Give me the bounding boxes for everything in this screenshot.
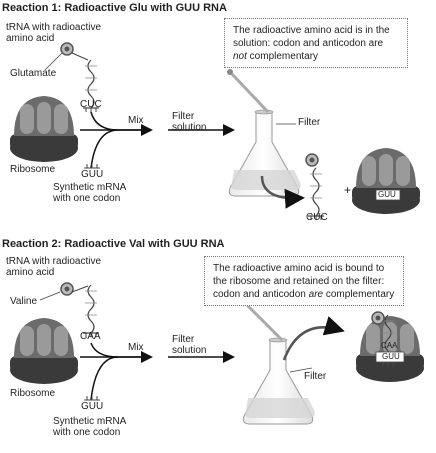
radioactive-aa-icon xyxy=(305,153,319,167)
anticodon-label: CUC xyxy=(80,99,102,110)
mrna-label-line1-2: Synthetic mRNA xyxy=(53,416,127,427)
note-emphasis: not xyxy=(233,51,247,62)
result-anticodon-label: CUC xyxy=(306,212,328,223)
note-text-2: The radioactive amino acid is bound to t… xyxy=(213,263,385,300)
reaction2-title: Reaction 2: Radioactive Val with GUU RNA xyxy=(2,238,225,250)
anticodon-label-2: CAA xyxy=(80,331,101,342)
filter-solution-line1: Filter xyxy=(172,111,195,122)
reaction1-title: Reaction 1: Radioactive Glu with GUU RNA xyxy=(2,2,227,14)
filter-solution-line2: solution xyxy=(172,122,207,133)
ribosome-label-2: Ribosome xyxy=(10,388,56,399)
ribosome-icon-2 xyxy=(10,318,78,384)
filter-label-2: Filter xyxy=(304,371,327,382)
note-text-end: complementary xyxy=(246,51,319,62)
bound-aa-icon xyxy=(371,311,385,325)
mrna-label-line2: with one codon xyxy=(53,193,121,204)
mrna-label-line2-2: with one codon xyxy=(53,427,121,438)
filter-label: Filter xyxy=(298,117,321,128)
flask-icon xyxy=(228,109,302,197)
plus-sign: + xyxy=(344,183,352,197)
reaction2-note: The radioactive amino acid is bound to t… xyxy=(204,256,404,306)
note-emphasis-2: are xyxy=(308,289,324,300)
trna-label-line2: amino acid xyxy=(6,33,55,44)
reaction1-note: The radioactive amino acid is in the sol… xyxy=(224,18,408,68)
mrna-codon-label-2: GUU xyxy=(81,401,104,412)
reaction1-graphics xyxy=(10,42,420,221)
amino-acid-label: Glutamate xyxy=(10,68,57,79)
result-codon-label: GUU xyxy=(378,190,396,199)
note-text-end-2: complementary xyxy=(323,289,395,300)
mrna-label-line1: Synthetic mRNA xyxy=(53,182,127,193)
result-ribosome-icon xyxy=(352,148,420,214)
trna-label-line1-2: tRNA with radioactive xyxy=(6,256,102,267)
bound-codon-label: GUU xyxy=(382,352,400,361)
trna-icon-2 xyxy=(82,284,100,338)
trna-label-line1: tRNA with radioactive xyxy=(6,22,102,33)
ribosome-icon xyxy=(10,96,78,162)
amino-acid-label-2: Valine xyxy=(10,296,38,307)
mrna-codon-label: GUU xyxy=(81,169,104,180)
bound-anticodon-label: CAA xyxy=(381,341,398,350)
ribosome-label: Ribosome xyxy=(10,164,56,175)
mix-label-2: Mix xyxy=(128,342,144,353)
radioactive-glutamate-icon xyxy=(60,42,74,56)
radioactive-valine-icon xyxy=(60,282,74,296)
trna-label-line2-2: amino acid xyxy=(6,267,55,278)
mix-label: Mix xyxy=(128,115,144,126)
filter-solution-line2-2: solution xyxy=(172,345,207,356)
note-text: The radioactive amino acid is in the sol… xyxy=(233,25,390,49)
filter-solution-line1-2: Filter xyxy=(172,334,195,345)
